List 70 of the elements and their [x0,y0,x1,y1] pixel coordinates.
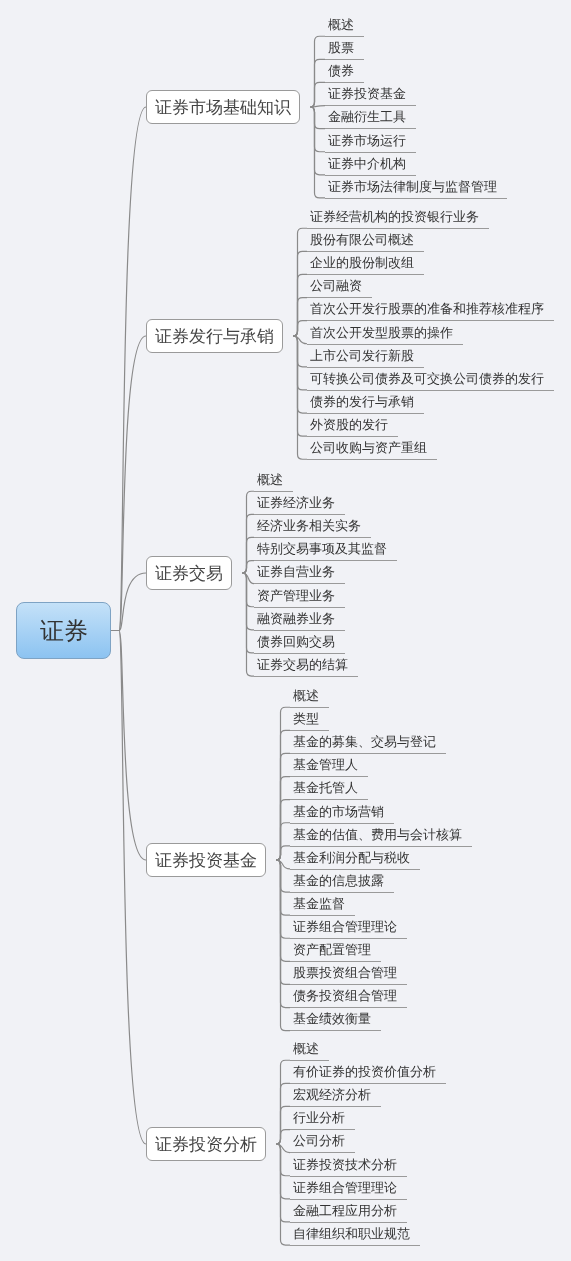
subtopic: 证券组合管理理论 [290,1177,407,1200]
connector [292,335,308,460]
connector [292,320,308,337]
connector [292,335,308,345]
subtopic: 基金的募集、交易与登记 [290,732,446,755]
subtopic: 证券交易的结算 [254,654,358,677]
subtopic: 概述 [325,15,364,37]
subtopic: 债券 [325,61,364,84]
subtopic: 基金绩效衡量 [290,1009,381,1032]
subtopic: 股票 [325,38,364,61]
subtopic: 首次公开发型股票的操作 [307,322,463,345]
subtopic: 资产管理业务 [254,585,345,608]
subtopic: 类型 [290,709,329,732]
connector [275,1128,291,1145]
topic: 证券发行与承销 [146,319,283,353]
subtopic: 基金托管人 [290,778,368,801]
subtopic: 有价证券的投资价值分析 [290,1062,446,1085]
subtopic: 公司分析 [290,1131,355,1154]
connector [241,559,255,574]
subtopic: 债券的发行与承销 [307,391,424,414]
subtopic: 债券回购交易 [254,631,345,654]
subtopic: 证券投资基金 [325,84,416,107]
connector [309,104,326,108]
subtopic: 经济业务相关实务 [254,516,371,539]
subtopic: 证券市场法律制度与监督管理 [325,176,507,199]
connector [309,106,326,199]
connector [275,1143,291,1246]
subtopic: 基金利润分配与税收 [290,847,420,870]
central-topic: 证券 [16,602,111,659]
subtopic: 概述 [290,1039,329,1061]
subtopic: 首次公开发行股票的准备和推荐核准程序 [307,299,554,322]
subtopic: 证券中介机构 [325,153,416,176]
subtopic: 外资股的发行 [307,414,398,437]
topic: 证券市场基础知识 [146,90,300,124]
subtopic: 概述 [290,686,329,708]
subtopic: 证券经营机构的投资银行业务 [307,207,489,229]
subtopic: 证券组合管理理论 [290,917,407,939]
connector [241,572,255,677]
subtopic: 股票投资组合管理 [290,963,407,986]
subtopic: 债务投资组合管理 [290,986,407,1009]
topic: 证券投资分析 [146,1127,266,1161]
connector [275,859,291,870]
subtopic: 可转换公司债券及可交换公司债券的发行 [307,368,554,391]
topic: 证券交易 [146,556,232,590]
subtopic: 证券投资技术分析 [290,1154,407,1177]
connector [275,845,291,861]
subtopic: 自律组织和职业规范 [290,1223,420,1246]
subtopic: 融资融券业务 [254,608,345,631]
subtopic: 企业的股份制改组 [307,253,424,276]
subtopic: 基金的信息披露 [290,870,394,893]
subtopic: 特别交易事项及其监督 [254,539,397,562]
subtopic: 证券自营业务 [254,562,345,585]
subtopic: 上市公司发行新股 [307,345,424,368]
subtopic: 基金的估值、费用与会计核算 [290,824,472,847]
subtopic: 行业分析 [290,1108,355,1131]
subtopic: 资产配置管理 [290,940,381,963]
subtopic: 金融衍生工具 [325,107,416,130]
subtopic: 基金监督 [290,893,355,916]
subtopic: 金融工程应用分析 [290,1200,407,1223]
subtopic: 股份有限公司概述 [307,230,424,253]
topic: 证券投资基金 [146,843,266,877]
subtopic: 基金的市场营销 [290,801,394,824]
subtopic: 概述 [254,470,293,492]
subtopic: 证券经济业务 [254,493,345,516]
subtopic: 基金管理人 [290,755,368,778]
subtopic: 宏观经济分析 [290,1085,381,1108]
connector [275,1143,291,1154]
subtopic: 证券市场运行 [325,130,416,153]
subtopic: 公司融资 [307,276,372,299]
subtopic: 公司收购与资产重组 [307,438,437,460]
